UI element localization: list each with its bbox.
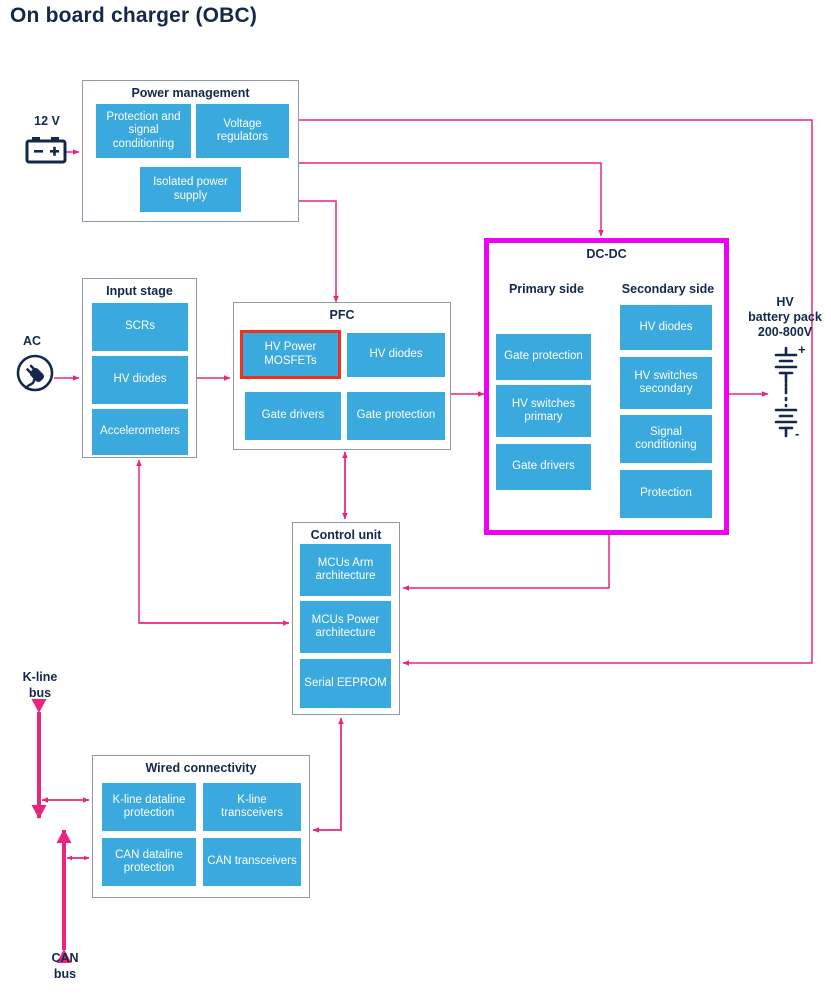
block-dcdc-primary-gate-drivers[interactable]: Gate drivers bbox=[496, 444, 591, 490]
ac-input-label: AC bbox=[22, 334, 42, 348]
can-bus-label-line2: bus bbox=[53, 967, 77, 981]
svg-text:-: - bbox=[795, 426, 799, 441]
group-title-control-unit: Control unit bbox=[310, 528, 382, 542]
dcdc-primary-side-title: Primary side bbox=[508, 282, 585, 296]
block-kline-dataline-protection[interactable]: K-line dataline protection bbox=[102, 783, 196, 831]
hv-battery-label-line3: 200-800V bbox=[757, 325, 813, 339]
block-dcdc-signal-conditioning[interactable]: Signal conditioning bbox=[620, 415, 712, 463]
block-dcdc-primary-gate-protection[interactable]: Gate protection bbox=[496, 334, 591, 380]
kline-bus-label-line1: K-line bbox=[22, 670, 58, 684]
block-kline-transceivers[interactable]: K-line transceivers bbox=[203, 783, 301, 831]
block-voltage-regulators[interactable]: Voltage regulators bbox=[196, 104, 289, 158]
block-mcus-power-architecture[interactable]: MCUs Power architecture bbox=[300, 601, 391, 653]
block-hv-power-mosfets[interactable]: HV Power MOSFETs bbox=[240, 330, 341, 379]
block-isolated-power-supply[interactable]: Isolated power supply bbox=[140, 167, 241, 212]
group-title-input-stage: Input stage bbox=[106, 284, 173, 298]
svg-text:+: + bbox=[798, 344, 806, 357]
block-serial-eeprom[interactable]: Serial EEPROM bbox=[300, 659, 391, 708]
hv-battery-label-line2: battery pack bbox=[748, 310, 822, 324]
dc-input-label: 12 V bbox=[34, 114, 60, 128]
block-pfc-gate-protection[interactable]: Gate protection bbox=[347, 392, 445, 440]
block-dcdc-hv-switches-primary[interactable]: HV switches primary bbox=[496, 385, 591, 437]
block-scrs[interactable]: SCRs bbox=[92, 303, 188, 351]
kline-bus-label-line2: bus bbox=[28, 686, 52, 700]
page-title: On board charger (OBC) bbox=[10, 4, 258, 27]
block-accelerometers[interactable]: Accelerometers bbox=[92, 409, 188, 455]
block-protection-and-signal-conditioning[interactable]: Protection and signal conditioning bbox=[96, 104, 191, 158]
block-pfc-hv-diodes[interactable]: HV diodes bbox=[347, 333, 445, 377]
can-bus-label-line1: CAN bbox=[51, 951, 79, 965]
group-title-wired-connectivity: Wired connectivity bbox=[145, 761, 257, 775]
ac-plug-icon bbox=[16, 354, 54, 392]
group-title-pfc: PFC bbox=[329, 308, 355, 322]
block-dcdc-hv-switches-secondary[interactable]: HV switches secondary bbox=[620, 357, 712, 409]
group-title-dcdc: DC-DC bbox=[586, 247, 627, 261]
battery-icon bbox=[25, 137, 67, 164]
hv-battery-symbol-icon: + - bbox=[774, 344, 806, 441]
dcdc-secondary-side-title: Secondary side bbox=[621, 282, 715, 296]
block-input-hv-diodes[interactable]: HV diodes bbox=[92, 356, 188, 404]
block-can-transceivers[interactable]: CAN transceivers bbox=[203, 838, 301, 886]
hv-battery-label-line1: HV bbox=[776, 295, 794, 309]
block-can-dataline-protection[interactable]: CAN dataline protection bbox=[102, 838, 196, 886]
block-dcdc-protection[interactable]: Protection bbox=[620, 470, 712, 518]
block-mcus-arm-architecture[interactable]: MCUs Arm architecture bbox=[300, 544, 391, 596]
group-title-power-management: Power management bbox=[131, 86, 250, 100]
block-pfc-gate-drivers[interactable]: Gate drivers bbox=[245, 392, 341, 440]
block-dcdc-secondary-hv-diodes[interactable]: HV diodes bbox=[620, 305, 712, 350]
